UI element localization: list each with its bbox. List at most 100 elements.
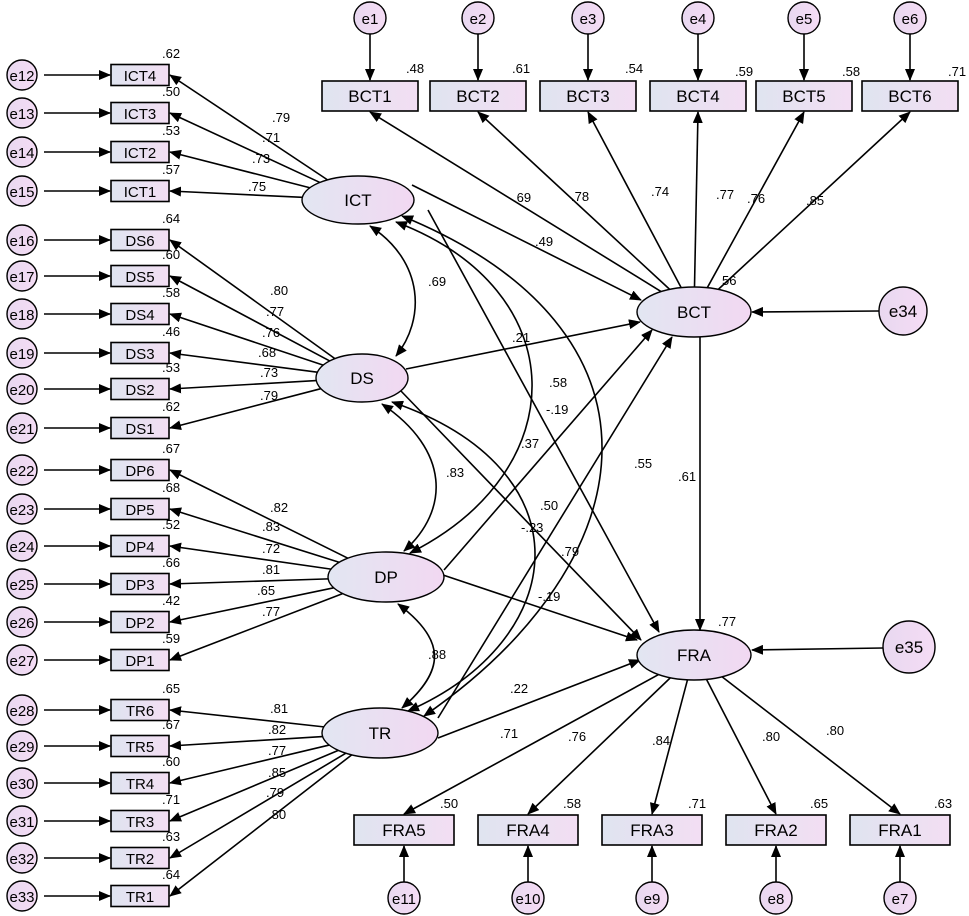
- loading-path-DS-DS2: [169, 379, 317, 394]
- loading-path-DP-DP2: [169, 587, 334, 625]
- error-term-e9: [635, 881, 669, 915]
- r2-ICT2: .53: [162, 123, 180, 138]
- error-term-e15: [6, 175, 38, 207]
- indicator-box-DP5: [110, 497, 170, 521]
- error-term-e1: [353, 1, 387, 35]
- indicator-box-BCT5: [755, 80, 853, 112]
- error-label-e14: e14: [9, 145, 34, 162]
- error-label-e16: e16: [9, 233, 34, 250]
- loading-path-DP-DP3: [169, 578, 329, 589]
- loading-TR4: .77: [268, 743, 286, 758]
- indicator-box-ICT2: [110, 140, 170, 164]
- r2-DP1: .59: [162, 631, 180, 646]
- error-term-e4: [681, 1, 715, 35]
- indicator-box-FRA3: [601, 814, 703, 846]
- error-label-e33: e33: [9, 889, 34, 906]
- r2-BCT4: .59: [735, 64, 753, 79]
- r2-FRA4: .58: [563, 796, 581, 811]
- loading-path-BCT-BCT2: [477, 111, 671, 290]
- indicator-box-BCT3: [539, 80, 637, 112]
- latent-TR: [321, 707, 439, 759]
- r2-ICT1: .57: [162, 162, 180, 177]
- loading-DP6: .82: [270, 500, 288, 515]
- error-label-e34: e34: [889, 302, 917, 321]
- indicator-label-ICT4: ICT4: [124, 68, 157, 85]
- loading-DS3: .68: [258, 345, 276, 360]
- covariance-ICT-DP: [395, 221, 533, 554]
- latent-DS: [315, 353, 409, 403]
- error-label-e27: e27: [9, 653, 34, 670]
- covariance-value-ICT-DS: .69: [428, 274, 446, 289]
- loading-DS6: .80: [270, 283, 288, 298]
- loading-path-BCT-BCT1: [369, 111, 662, 293]
- path-coef-BCT-FRA: .61: [678, 469, 696, 484]
- error-term-e19: [6, 337, 38, 369]
- r2-FRA: .77: [718, 614, 736, 629]
- latent-label-TR: TR: [369, 724, 392, 743]
- loading-BCT3: .74: [651, 184, 669, 199]
- error-label-e20: e20: [9, 382, 34, 399]
- error-term-e11: [387, 881, 421, 915]
- loading-TR3: .85: [268, 765, 286, 780]
- structural-path-DS-FRA: [399, 389, 642, 641]
- error-label-e11: e11: [392, 891, 416, 908]
- loading-path-BCT-BCT4: [692, 111, 703, 288]
- loading-BCT5: .76: [747, 191, 765, 206]
- loading-DP2: .65: [257, 583, 275, 598]
- indicator-label-BCT5: BCT5: [782, 87, 825, 106]
- structural-path-TR-BCT: [437, 336, 673, 719]
- indicator-label-ICT1: ICT1: [124, 184, 157, 201]
- path-coef-TR-BCT: -.23: [521, 520, 543, 535]
- structural-path-ICT-FRA: [427, 209, 660, 633]
- loading-FRA4: .76: [568, 729, 586, 744]
- error-label-e5: e5: [796, 11, 813, 28]
- r2-TR3: .71: [162, 792, 180, 807]
- r2-DP4: .52: [162, 517, 180, 532]
- indicator-box-BCT6: [861, 80, 959, 112]
- r2-DS2: .53: [162, 360, 180, 375]
- error-path-e34: [751, 306, 880, 317]
- loading-FRA3: .84: [652, 733, 670, 748]
- loading-path-TR-TR2: [169, 752, 347, 859]
- indicator-label-TR5: TR5: [126, 739, 154, 756]
- path-coef-DP-FRA: -.19: [538, 589, 560, 604]
- structural-path-DS-BCT: [405, 319, 641, 370]
- error-label-e25: e25: [9, 577, 34, 594]
- loading-ICT2: .73: [252, 151, 270, 166]
- r2-ICT4: .62: [162, 46, 180, 61]
- indicator-label-FRA3: FRA3: [630, 821, 673, 840]
- indicator-box-DP2: [110, 610, 170, 634]
- error-label-e23: e23: [9, 502, 34, 519]
- loading-path-DP-DP5: [169, 507, 340, 564]
- indicator-box-DP6: [110, 458, 170, 482]
- r2-DP5: .68: [162, 480, 180, 495]
- loading-TR6: .81: [270, 701, 288, 716]
- loading-FRA5: .71: [500, 726, 518, 741]
- error-label-e31: e31: [9, 814, 34, 831]
- error-term-e18: [6, 298, 38, 330]
- error-term-e10: [511, 881, 545, 915]
- r2-BCT5: .58: [842, 64, 860, 79]
- indicator-label-DS3: DS3: [125, 346, 154, 363]
- indicator-box-BCT2: [429, 80, 527, 112]
- loading-path-DS-DS6: [169, 239, 336, 360]
- error-label-e26: e26: [9, 615, 34, 632]
- indicator-label-DP3: DP3: [125, 577, 154, 594]
- r2-DS6: .64: [162, 211, 180, 226]
- indicator-label-TR6: TR6: [126, 703, 154, 720]
- error-term-e7: [883, 881, 917, 915]
- loading-path-DP-DP1: [169, 592, 343, 661]
- latent-label-DP: DP: [374, 568, 398, 587]
- indicator-box-BCT1: [321, 80, 419, 112]
- path-coef-ICT-FRA: -.19: [546, 402, 568, 417]
- error-label-e7: e7: [892, 891, 909, 908]
- structural-path-DP-BCT: [443, 329, 653, 571]
- error-label-e24: e24: [9, 539, 34, 556]
- loading-path-BCT-BCT5: [706, 111, 805, 289]
- indicator-box-TR4: [110, 771, 170, 795]
- r2-TR5: .67: [162, 717, 180, 732]
- loading-FRA1: .80: [826, 723, 844, 738]
- error-label-e9: e9: [644, 891, 661, 908]
- loading-ICT4: .79: [272, 110, 290, 125]
